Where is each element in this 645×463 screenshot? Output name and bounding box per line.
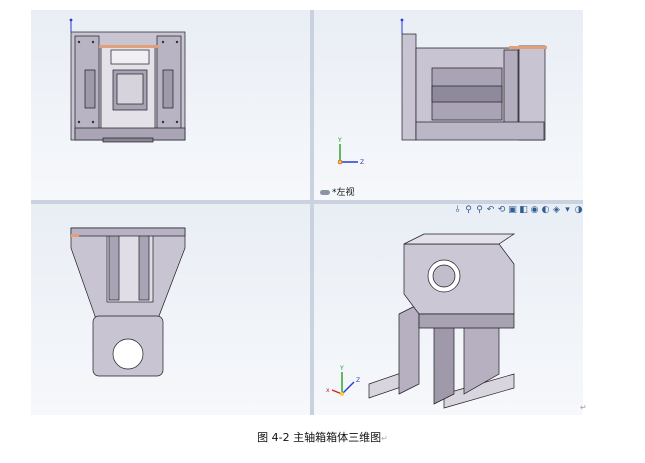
vertical-viewport-splitter[interactable] bbox=[310, 10, 314, 415]
svg-text:Z: Z bbox=[356, 377, 360, 384]
viewport-isometric[interactable]: ⫰ ⚲ ⚲ ↶ ⟲ ▣ ◧ ◉ ◐ ◈ ▾ ◑ bbox=[314, 204, 583, 415]
zoom-area-icon[interactable]: ⚲ bbox=[476, 205, 483, 215]
svg-text:Y: Y bbox=[339, 365, 344, 372]
triad-icon: Y Z bbox=[337, 137, 364, 166]
appearance-icon[interactable]: ◐ bbox=[541, 205, 550, 215]
view-orientation-icon[interactable]: ◧ bbox=[519, 205, 528, 215]
horizontal-viewport-splitter[interactable] bbox=[31, 200, 583, 204]
zoom-icon[interactable]: ⚲ bbox=[465, 205, 472, 215]
rotate-icon[interactable]: ⟲ bbox=[497, 205, 506, 215]
graphics-area[interactable]: Y Z *左视 ⫰ ⚲ ⚲ ↶ ⟲ ▣ bbox=[31, 10, 583, 415]
view-name-label: *左视 bbox=[320, 185, 355, 198]
scene-icon[interactable]: ◈ bbox=[553, 205, 560, 215]
triad-icon: Y x Z bbox=[326, 365, 360, 396]
paragraph-mark-icon: ↵ bbox=[580, 403, 587, 412]
display-style-icon[interactable]: ▣ bbox=[508, 205, 517, 215]
view-icon bbox=[320, 190, 330, 195]
heads-up-toolbar: ⫰ ⚲ ⚲ ↶ ⟲ ▣ ◧ ◉ ◐ ◈ ▾ ◑ bbox=[453, 205, 583, 219]
svg-text:Z: Z bbox=[360, 159, 364, 166]
left-view-model: Y Z bbox=[337, 18, 547, 166]
more-icon[interactable]: ▾ bbox=[565, 205, 570, 215]
front-view-model bbox=[69, 18, 186, 143]
previous-view-icon[interactable]: ↶ bbox=[486, 205, 495, 215]
hide-show-icon[interactable]: ◉ bbox=[530, 205, 539, 215]
section-icon[interactable]: ⫰ bbox=[455, 205, 460, 215]
viewport-top[interactable] bbox=[31, 204, 310, 415]
viewport-left[interactable]: Y Z *左视 bbox=[314, 10, 583, 200]
viewport-front[interactable] bbox=[31, 10, 310, 200]
view-settings-icon[interactable]: ◑ bbox=[574, 205, 583, 215]
top-view-model bbox=[70, 227, 186, 377]
svg-text:Y: Y bbox=[337, 137, 342, 144]
isometric-model: Y x Z bbox=[326, 233, 516, 409]
paragraph-mark-icon: ↵ bbox=[381, 434, 388, 443]
svg-text:x: x bbox=[326, 387, 330, 394]
figure-caption: 图 4-2 主轴箱箱体三维图↵ bbox=[257, 431, 388, 444]
